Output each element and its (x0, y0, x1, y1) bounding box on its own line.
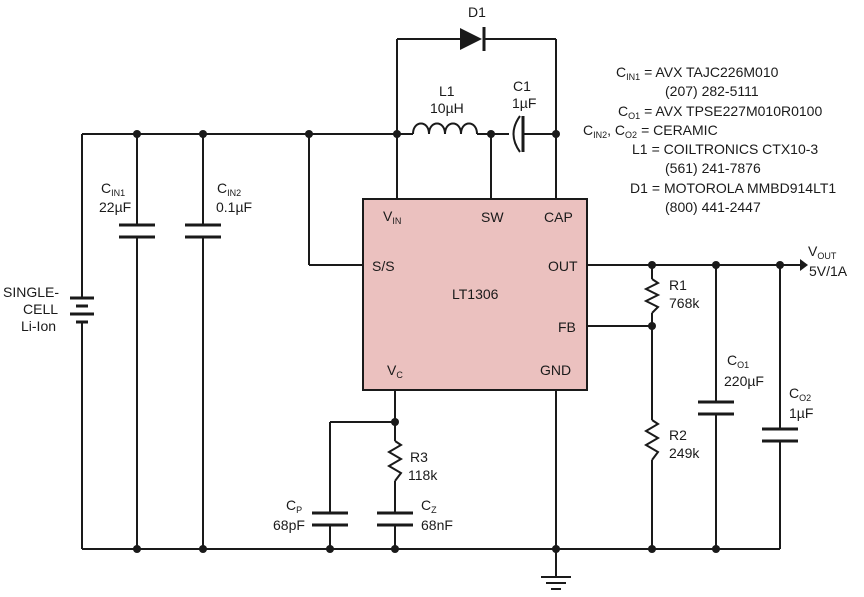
c1-value: 1µF (512, 95, 536, 111)
pin-vin-label: VIN (383, 208, 401, 226)
r3-label: R3 (410, 449, 428, 465)
cz-label: CZ (421, 497, 437, 515)
note-d1-phone: (800) 441-2447 (665, 199, 761, 215)
cin2-label: CIN2 (217, 180, 241, 198)
r1-resistor (643, 278, 661, 314)
r2-value: 249k (669, 445, 700, 461)
junction-dots (133, 130, 784, 553)
c1-capacitor (512, 115, 525, 153)
r3-value: 118k (408, 467, 438, 483)
note-cin1: CIN1= AVX TAJC226M010 (616, 64, 779, 82)
r1-label: R1 (669, 277, 687, 293)
l1-inductor (412, 122, 478, 135)
d1-diode (460, 27, 486, 51)
co2-value: 1µF (789, 405, 813, 421)
cp-label: CP (286, 497, 302, 515)
cin1-label: CIN1 (101, 180, 125, 198)
co2-capacitor (762, 427, 798, 443)
ic-part-label: LT1306 (452, 286, 499, 302)
pin-ss-label: S/S (372, 258, 395, 274)
ic-body (362, 198, 588, 391)
cin1-capacitor (119, 223, 155, 239)
d1-label: D1 (468, 4, 486, 20)
battery-symbol (70, 296, 94, 324)
cin2-capacitor (185, 223, 221, 239)
cin1-value: 22µF (99, 199, 131, 215)
cz-capacitor (377, 511, 413, 527)
pin-vc-label: VC (387, 362, 403, 380)
r2-label: R2 (669, 427, 687, 443)
l1-label: L1 (439, 83, 455, 99)
co1-value: 220µF (724, 373, 764, 389)
r3-resistor (387, 440, 403, 482)
vout-value: 5V/1A (809, 263, 848, 279)
co1-capacitor (698, 400, 734, 416)
battery-label-line3: Li-Ion (21, 318, 56, 334)
note-l1: L1= COILTRONICS CTX10-3 (632, 141, 818, 157)
cp-capacitor (312, 511, 348, 527)
note-co1: CO1= AVX TPSE227M010R0100 (618, 103, 822, 121)
cin2-value: 0.1µF (216, 199, 252, 215)
c1-label: C1 (513, 78, 531, 94)
battery-label-line2: CELL (23, 301, 58, 317)
co2-label: CO2 (789, 385, 811, 403)
pin-sw-label: SW (481, 209, 504, 225)
l1-value: 10µH (430, 100, 464, 116)
note-cin1-phone: (207) 282-5111 (665, 83, 759, 99)
pin-fb-label: FB (558, 319, 576, 335)
pin-gnd-label: GND (540, 362, 571, 378)
pin-out-label: OUT (548, 258, 578, 274)
ground-symbol (541, 576, 571, 590)
battery-label-line1: SINGLE- (3, 284, 59, 300)
output-arrow (800, 259, 808, 271)
vout-label: VOUT (808, 243, 837, 261)
co1-label: CO1 (727, 352, 749, 370)
wires (81, 38, 800, 577)
cp-value: 68pF (273, 517, 305, 533)
note-l1-phone: (561) 241-7876 (665, 160, 761, 176)
r1-value: 768k (669, 295, 700, 311)
pin-cap-label: CAP (544, 209, 573, 225)
note-cin2-co2: CIN2, CO2= CERAMIC (583, 122, 718, 140)
cz-value: 68nF (421, 517, 453, 533)
r2-resistor (644, 419, 660, 461)
note-d1: D1= MOTOROLA MMBD914LT1 (630, 180, 836, 196)
